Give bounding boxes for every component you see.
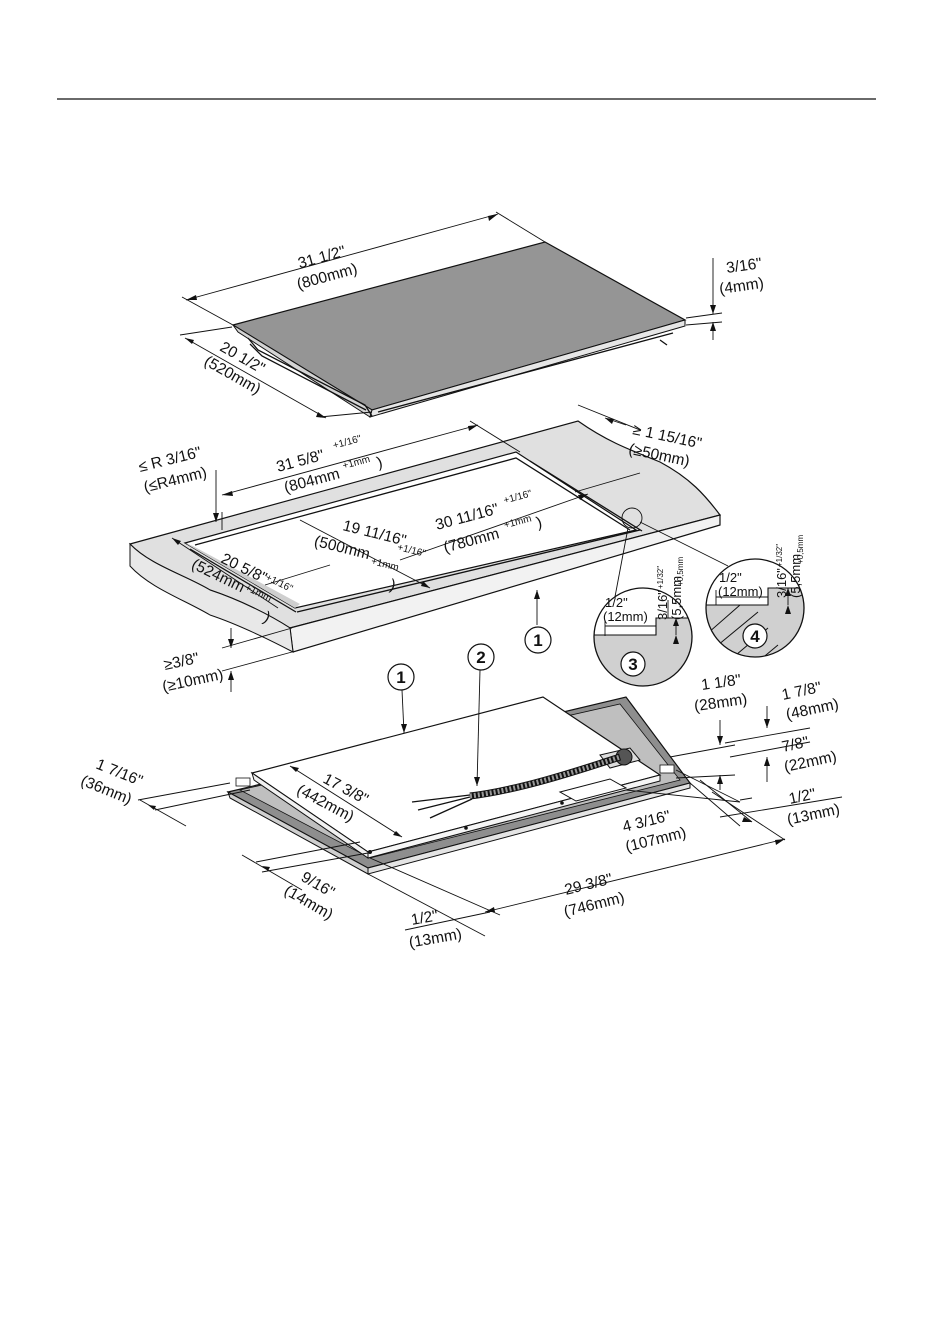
height1-mm: (28mm) [693, 691, 748, 715]
d3-height-in: 3/16" [655, 590, 670, 620]
d4-height-tol: +1/32" [775, 544, 784, 567]
dim-cutout-radius: ≤ R 3/16" (≤R4mm) [137, 444, 219, 522]
d4-height-mm-tol: +0,5mm [796, 535, 805, 564]
inner-width-tol-mm: +1mm [503, 513, 533, 531]
inner-depth-tol-mm: +1mm [370, 556, 400, 573]
hob-thickness-in: 3/16" [725, 255, 763, 277]
callout-worktop-label: 1 [533, 631, 542, 650]
front-edge-in: 1/2" [410, 907, 440, 928]
callout-cable-label: 2 [476, 648, 485, 667]
d4-height-mm: (5,5mm [788, 554, 803, 598]
inner-width-tol-in: +1/16" [502, 488, 533, 506]
inner-depth-tol-in: +1/16" [396, 542, 427, 560]
outer-width-close: ) [375, 454, 384, 472]
dim-bottom-left-edge: 1 7/16" (36mm) [78, 756, 251, 827]
d4-width-mm: (12mm) [718, 584, 763, 599]
height3-in: 7/8" [780, 734, 810, 756]
detail-3: 1/2" (12mm) 3/16" +1/32" (5,5mm +0,5mm 3 [593, 557, 693, 687]
hob-thickness-mm: (4mm) [718, 275, 765, 298]
outer-width-tol-in: +1/16" [332, 433, 363, 451]
detail-marker [621, 507, 643, 529]
callout-cable: 2 [467, 643, 495, 787]
hob-underside [226, 696, 692, 875]
dim-right-edge: 1/2" (13mm) [689, 779, 843, 829]
d3-width-in: 1/2" [605, 595, 628, 610]
d3-height-mm: (5,5mm [669, 576, 684, 620]
dim-bottom-heights: 1 1/8" (28mm) 1 7/8" (48mm) 7/8" (22mm) [669, 672, 840, 790]
dim-hob-thickness: 3/16" (4mm) [685, 255, 765, 340]
height1-in: 1 1/8" [700, 672, 742, 694]
d4-width-in: 1/2" [719, 570, 742, 585]
d3-height-tol: +1/32" [656, 566, 665, 589]
worktop-thickness-in: ≥3/8" [162, 650, 200, 674]
front-edge-mm: (13mm) [408, 926, 464, 952]
inner-depth-close: ) [388, 577, 397, 595]
callout-hob: 1 [387, 663, 415, 734]
d4-height-in: 3/16" [774, 568, 789, 598]
detail-4: 1/2" (12mm) 3/16" +1/32" (5,5mm +0,5mm 4 [705, 535, 805, 658]
dim-front-edge: 1/2" (13mm) [367, 873, 491, 952]
outer-width-tol-mm: +1mm [341, 454, 371, 472]
d3-height-mm-tol: +0,5mm [676, 557, 685, 586]
callout-worktop: 1 [524, 590, 552, 654]
detail-4-label: 4 [750, 627, 760, 646]
inner-width-close: ) [535, 514, 544, 532]
right-edge-in: 1/2" [787, 786, 817, 808]
d3-width-mm: (12mm) [603, 609, 648, 624]
worktop [128, 420, 722, 653]
detail-3-label: 3 [628, 655, 637, 674]
callout-hob-label: 1 [396, 668, 405, 687]
hob-top [231, 241, 687, 418]
